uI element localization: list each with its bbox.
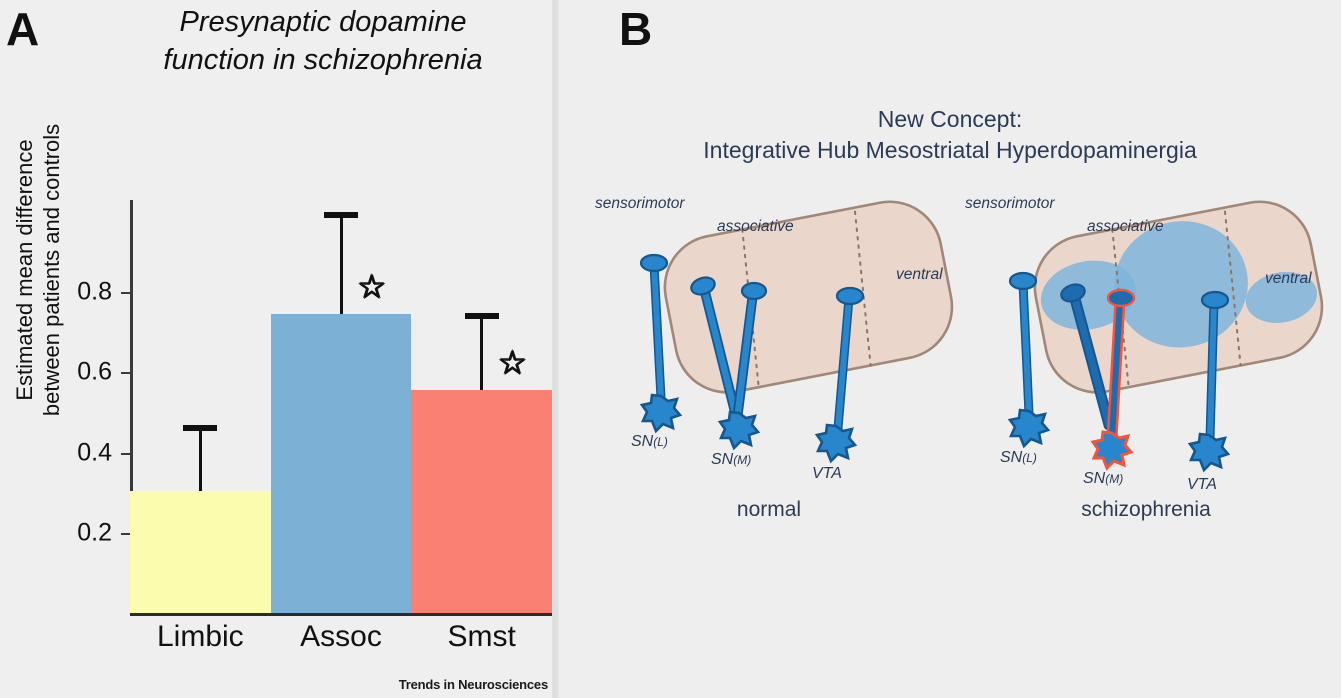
- striatum-divider-associative-ventral-normal: [853, 210, 872, 367]
- diagram-normal: sensorimotor associative ventral SN(L) S…: [595, 195, 954, 482]
- y-axis-line: [130, 200, 133, 616]
- y-axis-label-line1: Estimated mean difference: [12, 139, 37, 401]
- cell-label-vta-schizophrenia: VTA: [1187, 476, 1217, 493]
- zone-label-associative-normal: associative: [717, 218, 794, 235]
- error-cap-smst: [464, 313, 499, 320]
- y-axis-tick-label: 0.6: [77, 357, 112, 386]
- diagram-caption-schizophrenia: schizophrenia: [1081, 498, 1211, 521]
- chart-title: Presynaptic dopamine function in schizop…: [108, 4, 538, 79]
- cell-label-sn-m-schizophrenia: SN(M): [1083, 470, 1123, 487]
- panel-b-title: New Concept: Integrative Hub Mesostriata…: [559, 104, 1341, 166]
- neuron-vta-schizophrenia: [1188, 290, 1230, 472]
- error-cap-assoc: [324, 212, 358, 219]
- bar-smst[interactable]: [411, 390, 552, 613]
- panel-b-diagrams: sensorimotor associative ventral SN(L) S…: [595, 195, 1324, 493]
- significance-star-assoc: ☆: [357, 267, 387, 307]
- hyperdopamine-blob-ventral: [1245, 271, 1318, 323]
- y-axis-tick-label: 0.8: [77, 277, 112, 306]
- panel-divider: [552, 0, 559, 698]
- x-axis-label-smst: Smst: [447, 620, 516, 653]
- x-axis-label-limbic: Limbic: [156, 620, 244, 653]
- bar-limbic[interactable]: [130, 490, 271, 613]
- bar-assoc[interactable]: [270, 314, 412, 613]
- bar-chart-plot-area: 0.2 0.4 0.6 0.8 ☆ ☆ Limbic Assoc Smst: [77, 150, 552, 653]
- neuron-sn-m-schizophrenia: [1091, 288, 1136, 470]
- x-axis-label-assoc: Assoc: [300, 620, 382, 653]
- cell-label-sn-m-normal: SN(M): [711, 451, 751, 468]
- neuron-sn-l-schizophrenia: [1008, 271, 1050, 448]
- error-cap-limbic: [183, 424, 218, 431]
- panel-b-title-line1: New Concept:: [877, 106, 1023, 132]
- cell-label-vta-normal: VTA: [812, 465, 842, 482]
- y-axis-tick: [121, 452, 132, 455]
- neuron-sn-m-collateral-schizophrenia: [1060, 283, 1115, 431]
- y-axis-tick: [121, 372, 132, 375]
- significance-star-smst: ☆: [497, 343, 528, 383]
- error-bar-limbic: [198, 424, 202, 491]
- zone-label-ventral-schizophrenia: ventral: [1265, 270, 1312, 287]
- neuron-sn-m-normal: [690, 276, 768, 450]
- striatum-outline-normal: [663, 200, 954, 394]
- neuron-sn-l-normal: [639, 253, 682, 433]
- y-axis-tick-label: 0.2: [77, 518, 112, 547]
- y-axis-tick-label: 0.4: [77, 438, 112, 467]
- striatum-divider-associative-ventral-schizophrenia: [1223, 210, 1242, 367]
- x-axis-line: [130, 613, 552, 616]
- y-axis-tick-labels: 0.2 0.4 0.6 0.8: [38, 150, 112, 616]
- panel-a: A Presynaptic dopamine function in schiz…: [0, 0, 552, 698]
- zone-label-ventral-normal: ventral: [896, 266, 943, 283]
- panel-a-letter: A: [6, 3, 40, 55]
- panel-b-letter: B: [619, 3, 653, 55]
- zone-label-sensorimotor-schizophrenia: sensorimotor: [965, 195, 1055, 212]
- diagram-schizophrenia: sensorimotor associative ventral SN(L) S…: [965, 195, 1324, 493]
- chart-title-line1: Presynaptic dopamine: [179, 6, 467, 38]
- zone-label-associative-schizophrenia: associative: [1087, 218, 1164, 235]
- chart-title-line2: function in schizophrenia: [163, 43, 483, 76]
- cell-label-sn-l-normal: SN(L): [631, 433, 668, 450]
- hyperdopamine-blob-sensorimotor: [1040, 260, 1136, 330]
- journal-watermark: Trends in Neurosciences: [398, 677, 548, 692]
- y-axis-tick: [121, 292, 132, 295]
- neuron-vta-normal: [815, 286, 865, 463]
- panel-b-title-line2: Integrative Hub Mesostriatal Hyperdopami…: [703, 137, 1197, 164]
- diagram-caption-normal: normal: [736, 498, 802, 521]
- error-bar-smst: [480, 313, 484, 391]
- y-axis-tick: [121, 532, 132, 535]
- cell-label-sn-l-schizophrenia: SN(L): [1000, 449, 1037, 466]
- zone-label-sensorimotor-normal: sensorimotor: [595, 195, 685, 212]
- error-bar-assoc: [339, 212, 343, 315]
